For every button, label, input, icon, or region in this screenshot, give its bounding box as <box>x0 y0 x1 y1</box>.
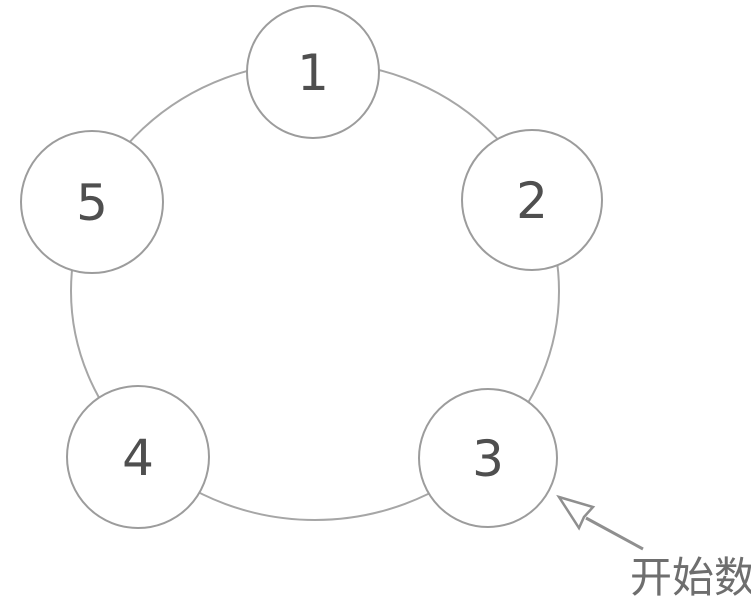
arrow-shaft <box>585 516 644 551</box>
start-count-label: 开始数 <box>630 553 751 602</box>
node-label-3: 3 <box>472 430 504 488</box>
node-circle-2 <box>461 129 603 271</box>
node-circle-4 <box>66 385 210 529</box>
arrow-head <box>556 494 596 531</box>
start-arrow-icon <box>556 494 644 551</box>
node-circle-5 <box>20 130 164 274</box>
node-circle-3 <box>418 388 558 528</box>
node-label-5: 5 <box>76 174 108 232</box>
node-label-4: 4 <box>122 429 154 487</box>
node-circle-1 <box>246 5 380 139</box>
node-label-2: 2 <box>516 172 548 230</box>
node-label-1: 1 <box>297 44 329 102</box>
